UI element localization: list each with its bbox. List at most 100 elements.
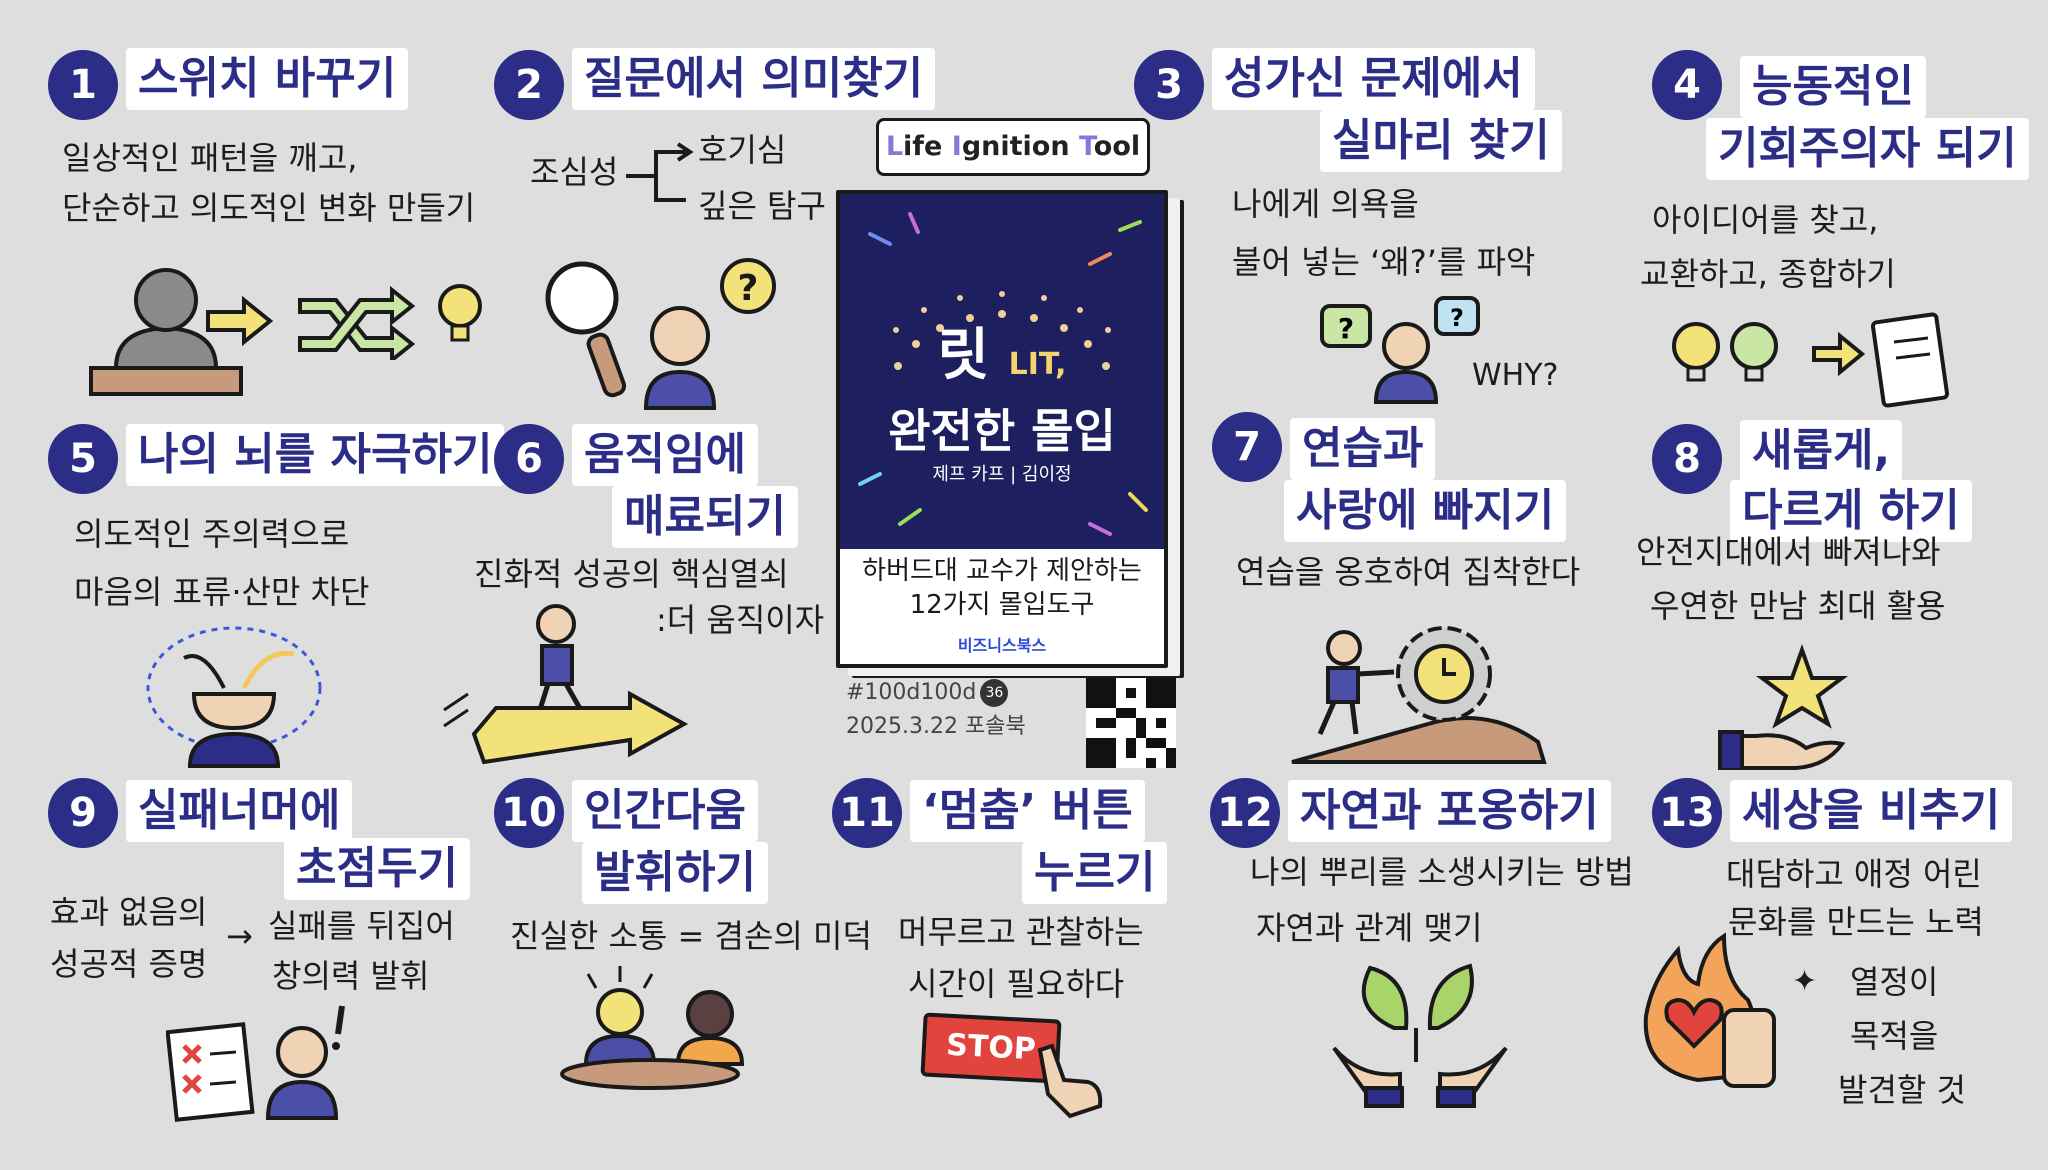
section-6-title-1: 움직임에 — [572, 424, 758, 486]
climbing-person-icon — [1317, 630, 1395, 736]
lit-tag-l1: L — [885, 131, 904, 162]
section-8-number: 8 — [1652, 424, 1722, 494]
section-3-title-2: 실마리 찾기 — [1320, 110, 1562, 172]
brain-icon — [146, 626, 322, 768]
stop-label: STOP — [945, 1027, 1037, 1068]
thinking-person-icon — [643, 306, 717, 410]
checklist-icon — [166, 1022, 255, 1122]
section-5-title: 나의 뇌를 자극하기 — [126, 424, 505, 486]
section-7-line: 연습을 옹호하여 집착한다 — [1236, 553, 1581, 591]
lit-tag-l2: I — [951, 131, 962, 162]
book-title-latin: LIT, — [1008, 347, 1067, 382]
section-9-line: 성공적 증명 — [50, 945, 208, 983]
section-4-title-2: 기회주의자 되기 — [1706, 118, 2029, 180]
section-13-line: 문화를 만드는 노력 — [1728, 903, 1984, 941]
section-8-title-1: 새롭게, — [1740, 420, 1903, 482]
conversation-icon — [560, 966, 745, 1090]
stamp-line-1: #100d100d — [846, 680, 977, 705]
section-9-arrow: → — [226, 917, 253, 955]
svg-text:?: ? — [1338, 312, 1354, 345]
section-9-title-2: 초점두기 — [284, 838, 470, 900]
running-person-icon — [535, 604, 585, 717]
section-9-number: 9 — [48, 778, 118, 848]
section-12-line: 자연과 관계 맺기 — [1256, 909, 1483, 947]
svg-text:?: ? — [738, 268, 759, 309]
section-4-title-1: 능동적인 — [1740, 56, 1926, 118]
section-1-title: 스위치 바꾸기 — [126, 48, 409, 110]
arrow-right-icon — [206, 296, 274, 346]
book-confetti-icon — [858, 212, 1148, 536]
section-12-title: 자연과 포옹하기 — [1288, 780, 1611, 842]
section-6-line: 진화적 성공의 핵심열쇠 — [474, 555, 789, 593]
lit-tag-t1: ife — [903, 131, 952, 162]
section-5-line: 마음의 표류·산만 차단 — [74, 573, 370, 611]
section-12-number: 12 — [1210, 778, 1280, 848]
stamp-line-2: 2025.3.22 포솔북 — [846, 714, 1026, 739]
book-authors: 제프 카프 | 김이정 — [932, 464, 1072, 485]
book-title: 릿 LIT, 완전한 몰입 — [840, 324, 1164, 463]
section-7-title-2: 사랑에 빠지기 — [1284, 480, 1567, 542]
section-5-number: 5 — [48, 424, 118, 494]
branch-arrow-icon — [626, 142, 694, 202]
book-title-sub: 완전한 몰입 — [888, 404, 1116, 458]
section-5-line: 의도적인 주의력으로 — [74, 515, 350, 553]
section-13-line: 발견할 것 — [1838, 1071, 1966, 1109]
section-8-line: 안전지대에서 빠져나와 — [1636, 533, 1941, 571]
section-10-number: 10 — [494, 778, 564, 848]
section-11-line: 시간이 필요하다 — [908, 965, 1125, 1003]
section-11-title-2: 누르기 — [1022, 842, 1168, 904]
book-subtitle-line-2: 12가지 몰입도구 — [909, 590, 1095, 620]
section-6-number: 6 — [494, 424, 564, 494]
section-6-line: :더 움직이자 — [656, 601, 825, 639]
book-title-main: 릿 — [937, 323, 990, 388]
section-3-why: WHY? — [1472, 358, 1559, 393]
bulbs-icon — [1672, 322, 1778, 382]
book-subtitle: 하버드대 교수가 제안하는 12가지 몰입도구 — [840, 554, 1164, 622]
section-10-title-1: 인간다움 — [572, 780, 758, 842]
section-2-line-deep: 깊은 탐구 — [698, 187, 826, 225]
section-4-line: 아이디어를 찾고, — [1652, 201, 1879, 239]
section-4-line: 교환하고, 종합하기 — [1640, 255, 1896, 293]
star-hand-icon — [1718, 644, 1848, 770]
section-8-line: 우연한 만남 최대 활용 — [1650, 587, 1946, 625]
lightbulb-icon — [438, 284, 482, 342]
arrow-floor-icon — [443, 690, 689, 765]
fire-heart-icon — [1643, 932, 1776, 1088]
book-cover-dark: 릿 LIT, 완전한 몰입 제프 카프 | 김이정 — [840, 194, 1164, 549]
person-icon — [265, 1005, 345, 1120]
section-2-line-curiosity: 호기심 — [698, 131, 787, 169]
shuffle-icon — [298, 285, 416, 360]
section-6-title-2: 매료되기 — [612, 486, 798, 548]
section-8-title-2: 다르게 하기 — [1730, 480, 1972, 542]
qr-code-icon — [1086, 678, 1176, 768]
book-cover-illustration: 릿 LIT, 완전한 몰입 제프 카프 | 김이정 하버드대 교수가 제안하는 … — [836, 190, 1168, 668]
section-2-line-caution: 조심성 — [530, 153, 619, 191]
document-pen-icon — [1812, 312, 1950, 408]
book-subtitle-line-1: 하버드대 교수가 제안하는 — [862, 556, 1142, 586]
section-4-number: 4 — [1652, 50, 1722, 120]
section-13-line: 열정이 — [1850, 963, 1939, 1001]
section-7-number: 7 — [1212, 412, 1282, 482]
section-11-title-1: ‘멈춤’ 버튼 — [910, 780, 1145, 842]
pointing-hand-icon — [1037, 1043, 1103, 1119]
book-publisher: 비즈니스북스 — [957, 636, 1047, 655]
section-3-number: 3 — [1134, 50, 1204, 120]
lit-tag: Life Ignition Tool — [876, 118, 1150, 176]
magnifier-icon — [545, 261, 627, 398]
section-10-title-2: 발휘하기 — [582, 842, 768, 904]
section-13-number: 13 — [1652, 778, 1722, 848]
stamp-badge: 36 — [980, 679, 1009, 707]
sparkle-icon: ✦ — [1792, 964, 1818, 999]
gear-clock-icon — [1291, 626, 1547, 764]
lit-tag-t3: ool — [1093, 131, 1141, 162]
section-2-title: 질문에서 의미찾기 — [572, 48, 936, 110]
section-9-title-1: 실패너머에 — [126, 780, 353, 842]
svg-text:?: ? — [1450, 304, 1464, 332]
section-1-number: 1 — [48, 50, 118, 120]
section-10-line: 진실한 소통 = 겸손의 미덕 — [510, 917, 872, 955]
leaves-hands-icon — [1332, 963, 1508, 1108]
question-bubble-icon: ? ? — [1320, 296, 1480, 404]
section-9-line: 효과 없음의 — [50, 893, 208, 931]
section-3-line: 불어 넣는 ‘왜?’를 파악 — [1232, 243, 1536, 281]
section-9-line: 실패를 뒤집어 — [268, 907, 455, 945]
